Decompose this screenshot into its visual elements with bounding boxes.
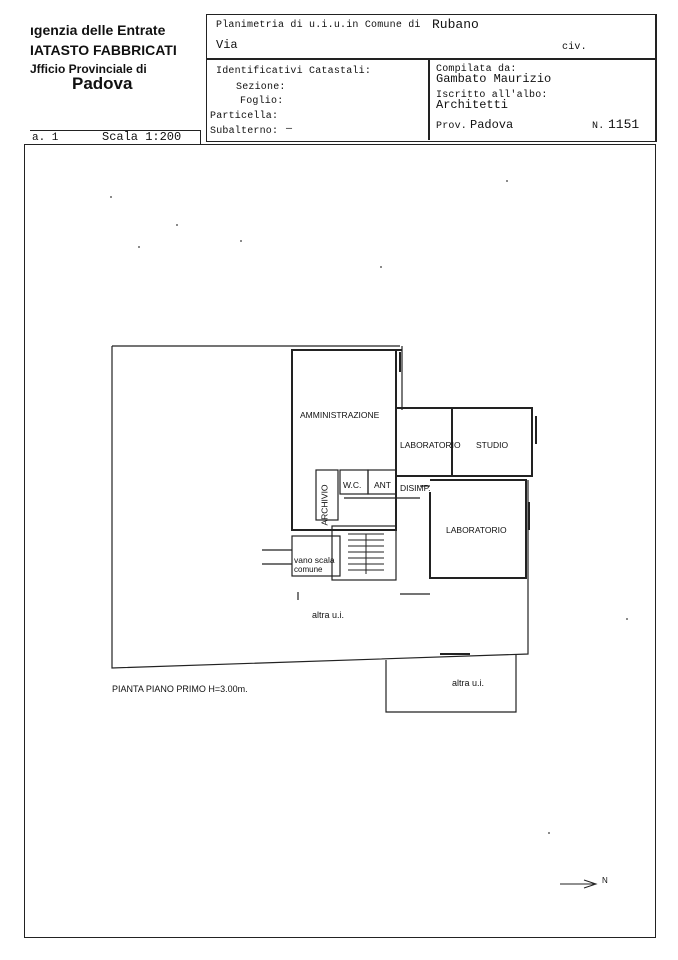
foglio-label: Foglio: bbox=[240, 96, 284, 107]
sheet-scale-box bbox=[30, 130, 201, 145]
civ-label: civ. bbox=[562, 42, 587, 53]
agency-name-line1: ıgenzia delle Entrate bbox=[30, 22, 166, 38]
room-vano-scala: vano scala bbox=[294, 555, 335, 565]
via-label: Via bbox=[216, 38, 238, 52]
room-altra-ui-1: altra u.i. bbox=[312, 610, 345, 620]
room-laboratorio-large: LABORATORIO bbox=[446, 525, 507, 535]
room-studio: STUDIO bbox=[476, 440, 509, 450]
sezione-label: Sezione: bbox=[236, 82, 286, 93]
floor-caption: PIANTA PIANO PRIMO H=3.00m. bbox=[112, 684, 248, 694]
n-label: N. bbox=[592, 121, 605, 132]
scale-label: Scala 1:200 bbox=[102, 130, 182, 144]
room-laboratorio-small: LABORATORIO bbox=[400, 440, 461, 450]
drawing-frame bbox=[24, 144, 656, 938]
room-amministrazione: AMMINISTRAZIONE bbox=[300, 410, 380, 420]
agency-office: Jfficio Provinciale di bbox=[30, 62, 147, 76]
compilata-label: Compilata da: bbox=[436, 64, 517, 75]
compilata-name: Gambato Maurizio bbox=[436, 72, 552, 86]
subalterno-label: Subalterno: bbox=[210, 126, 279, 137]
comune-value: Rubano bbox=[432, 17, 479, 32]
n-value: 1151 bbox=[608, 117, 640, 132]
iscritto-value: Architetti bbox=[436, 98, 509, 112]
room-ant: ANT bbox=[374, 480, 391, 490]
room-disimp: DISIMP. bbox=[400, 483, 431, 493]
agency-name-line2: ΙATASTO FABBRICATI bbox=[30, 42, 177, 58]
prov-value: Padova bbox=[470, 118, 514, 132]
room-wc: W.C. bbox=[343, 480, 362, 490]
ident-title: Identificativi Catastali: bbox=[216, 66, 372, 77]
planimetria-label: Planimetria di u.i.u.in Comune di bbox=[216, 20, 421, 31]
room-comune: comune bbox=[294, 565, 323, 574]
room-archivio: ARCHIVIO bbox=[319, 484, 330, 526]
iscritto-label: Iscritto all'albo: bbox=[436, 90, 548, 101]
room-altra-ui-2: altra u.i. bbox=[452, 678, 485, 688]
particella-label: Particella: bbox=[210, 111, 279, 122]
prov-label: Prov. bbox=[436, 121, 468, 132]
subalterno-value: — bbox=[286, 124, 293, 135]
north-label: N bbox=[602, 876, 608, 885]
agency-city: Padova bbox=[72, 74, 133, 93]
header-box bbox=[206, 14, 657, 142]
sheet-number: a. 1 bbox=[32, 132, 59, 144]
